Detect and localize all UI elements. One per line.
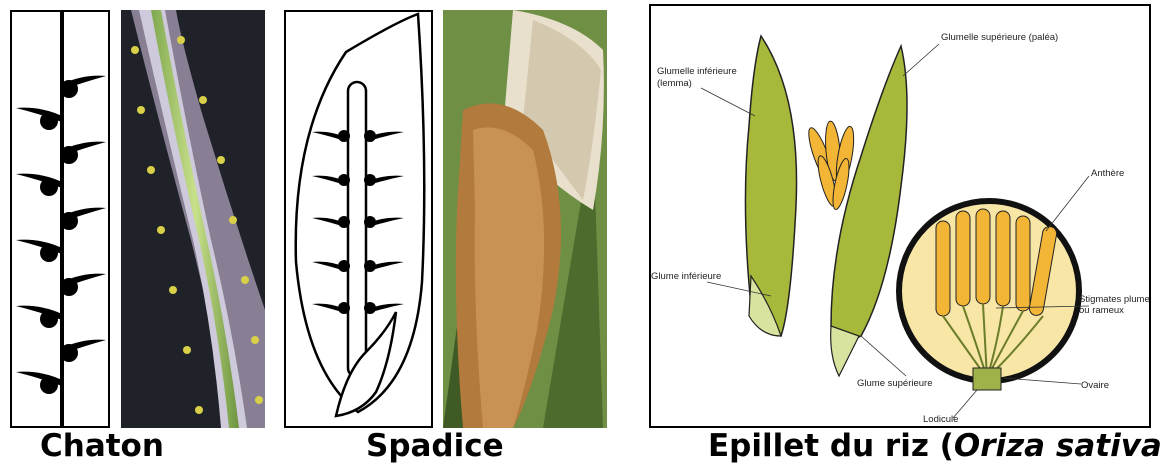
- caption-epillet-prefix: Epillet du riz (: [708, 428, 954, 464]
- spadice-photo: [443, 10, 607, 428]
- spadix-axis: [348, 82, 366, 377]
- chaton-diagram: [10, 10, 110, 428]
- label-stigmates: Stigmates plumeu: [1079, 294, 1149, 305]
- label-glumelle-inferieure-lemma: (lemma): [657, 78, 692, 89]
- caption-epillet: Epillet du riz (Oriza sativa): [708, 428, 1161, 464]
- label-glume-inferieure: Glume inférieure: [651, 271, 721, 282]
- label-anthere: Anthère: [1091, 168, 1124, 179]
- caption-epillet-species: Oriza sativa: [954, 428, 1161, 464]
- label-glume-superieure: Glume supérieure: [857, 378, 933, 389]
- label-glumelle-inferieure: Glumelle inférieure: [657, 66, 737, 77]
- chaton-floret: [60, 76, 106, 362]
- caption-spadice: Spadice: [366, 428, 504, 464]
- ovary-shape: [973, 368, 1001, 390]
- chaton-photo: [121, 10, 265, 428]
- label-stigmates-rameux: ou rameux: [1079, 305, 1124, 316]
- label-ovaire: Ovaire: [1081, 380, 1109, 391]
- caption-chaton: Chaton: [40, 428, 164, 464]
- chaton-floret: [16, 108, 62, 394]
- label-lodicule: Lodicule: [923, 414, 958, 425]
- spadice-diagram: [284, 10, 433, 428]
- rice-spikelet-diagram: Glumelle inférieure (lemma) Glumelle sup…: [649, 4, 1151, 428]
- label-glumelle-superieure: Glumelle supérieure (paléa): [941, 32, 1058, 43]
